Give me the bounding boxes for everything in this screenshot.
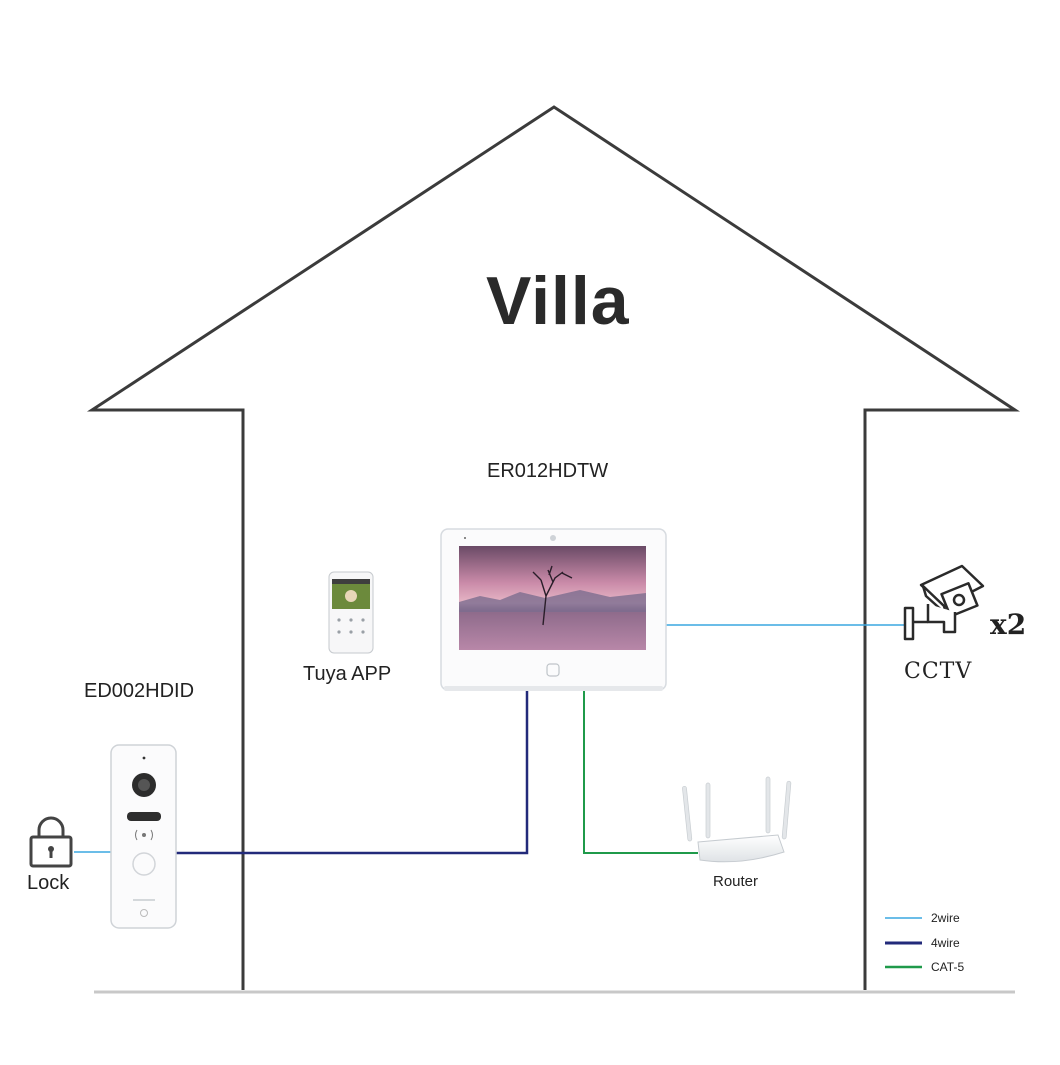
call-button [132, 852, 156, 876]
lock-label: Lock [27, 872, 70, 894]
router-label: Router [713, 873, 759, 890]
house-outline [86, 105, 1021, 990]
phone-keypad-icon [337, 618, 365, 634]
monitor-label: ER012HDTW [487, 460, 609, 482]
wire-4wire-door [176, 690, 529, 855]
cctv-count-label: x2 [990, 608, 1027, 641]
rfid-icon [135, 829, 153, 841]
legend-label-4wire: 4wire [931, 936, 960, 950]
door-station-label: ED002HDID [84, 680, 195, 702]
wire-cat5-router [583, 690, 698, 854]
legend [885, 917, 922, 969]
tree-icon [532, 565, 573, 626]
page-title: Villa [486, 263, 630, 339]
monitor-home-button [546, 663, 560, 677]
door-station [110, 744, 177, 929]
legend-label-2wire: 2wire [931, 911, 960, 925]
lock-icon [29, 816, 73, 868]
router-icon [682, 776, 792, 863]
legend-label-cat5: CAT-5 [931, 960, 965, 974]
smartphone [328, 571, 374, 654]
monitor-camera-icon [550, 535, 556, 541]
indoor-monitor [440, 528, 667, 691]
cctv-camera-icon [903, 564, 985, 641]
app-label: Tuya APP [303, 663, 392, 685]
cctv-label: CCTV [904, 659, 973, 684]
